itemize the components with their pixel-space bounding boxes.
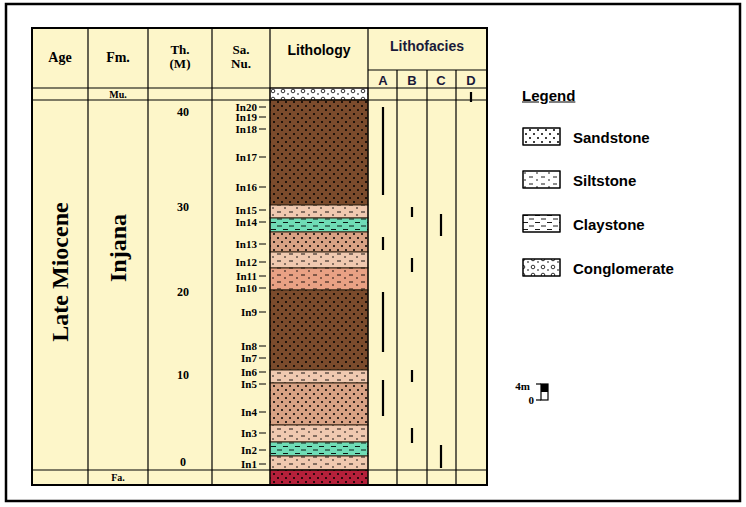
legend-title: Legend <box>522 88 575 103</box>
legend-text: Sandstone <box>573 130 650 145</box>
sample-number: In18 <box>236 124 257 135</box>
sample-number: In13 <box>236 239 257 250</box>
facies-letter: A <box>378 74 387 87</box>
thickness-value: 30 <box>177 201 189 213</box>
sample-number: In3 <box>241 428 257 439</box>
thickness-value: 0 <box>180 456 186 468</box>
age-label: Late Miocene <box>48 202 72 341</box>
facies-letter: D <box>466 74 475 87</box>
sample-number: In2 <box>241 445 257 456</box>
sample-number: In8 <box>241 341 257 352</box>
sample-number: In19 <box>236 112 257 123</box>
thickness-value: 40 <box>177 106 189 118</box>
sample-number: In14 <box>236 217 257 228</box>
formation-name: Injana <box>106 214 130 282</box>
legend-text: Conglomerate <box>573 261 674 276</box>
column-header: Fm. <box>106 51 130 65</box>
sample-number: In12 <box>236 257 257 268</box>
sample-number: In5 <box>241 379 257 390</box>
scale-label: 4m <box>515 381 530 392</box>
sample-number: In11 <box>236 271 257 282</box>
sample-number: In6 <box>241 367 257 378</box>
sample-number: In9 <box>241 307 257 318</box>
sample-number: In10 <box>236 283 257 294</box>
sample-number: In17 <box>236 152 257 163</box>
sample-number: In4 <box>241 407 257 418</box>
sample-number: In7 <box>241 353 257 364</box>
legend-text: Claystone <box>573 217 645 232</box>
sample-number: In1 <box>241 459 257 470</box>
formation-name: Fa. <box>111 473 125 483</box>
scale-label: 0 <box>529 395 535 406</box>
column-header: Sa. Nu. <box>221 43 261 72</box>
thickness-value: 10 <box>177 369 189 381</box>
column-header: Lithology <box>288 43 351 57</box>
column-header: Lithofacies <box>390 39 464 53</box>
sample-number: In16 <box>236 182 257 193</box>
column-header: Age <box>48 51 71 65</box>
facies-letter: B <box>407 74 416 87</box>
formation-name: Mu. <box>109 90 127 100</box>
thickness-value: 20 <box>177 286 189 298</box>
sample-number: In15 <box>236 205 257 216</box>
column-header: Th. (M) <box>160 43 200 72</box>
legend-text: Siltstone <box>573 173 636 188</box>
facies-letter: C <box>436 74 445 87</box>
